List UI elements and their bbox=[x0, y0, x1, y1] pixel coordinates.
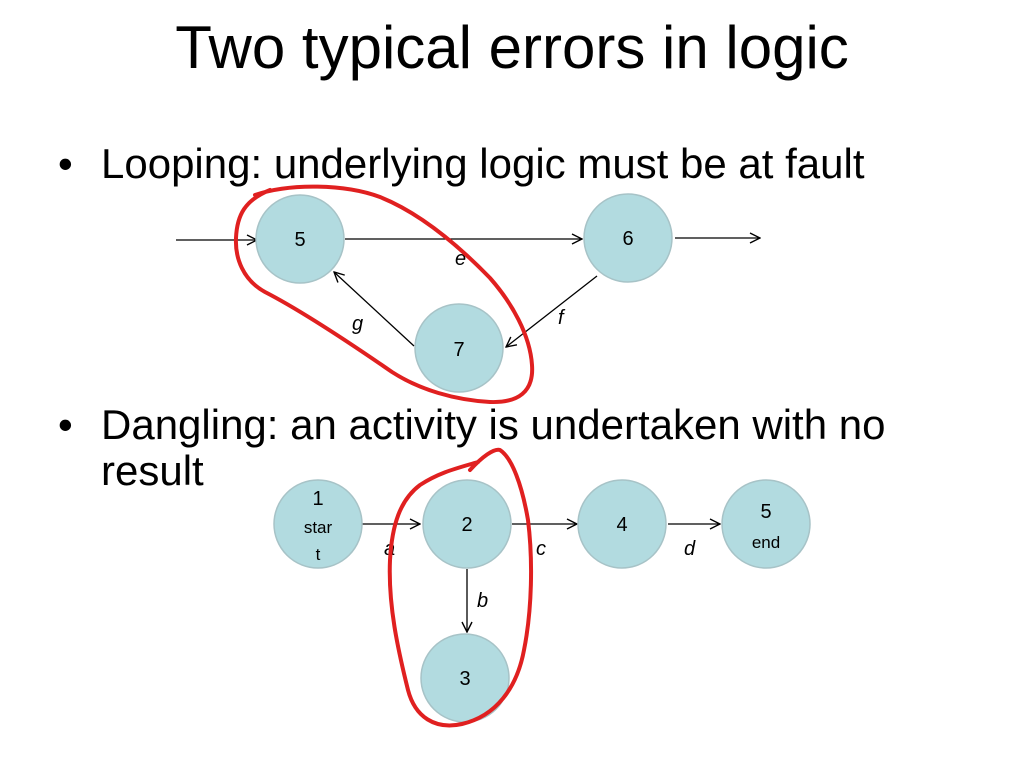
bullet-text: Dangling: an activity is undertaken with… bbox=[101, 401, 886, 494]
edge-label-g: g bbox=[352, 313, 363, 335]
edge-label-d: d bbox=[684, 538, 696, 560]
node-label: 6 bbox=[622, 228, 633, 250]
edge-g bbox=[334, 272, 415, 347]
edge-label-c: c bbox=[536, 538, 546, 560]
bullet-dangling: • Dangling: an activity is undertaken wi… bbox=[58, 402, 958, 494]
looping-diagram: e f g 5 6 7 bbox=[176, 184, 760, 405]
node-7: 7 bbox=[414, 303, 504, 393]
edge-label-b: b bbox=[477, 590, 488, 612]
node-sub-label: star bbox=[304, 518, 333, 537]
node-label: 1 bbox=[312, 488, 323, 510]
node-1-start: 1 star t bbox=[273, 479, 363, 569]
bullet-marker: • bbox=[58, 140, 73, 187]
node-4: 4 bbox=[577, 479, 667, 569]
node-label: 5 bbox=[294, 229, 305, 251]
red-loop-annotation bbox=[387, 447, 534, 728]
node-sub-label: t bbox=[316, 545, 321, 564]
slide-title: Two typical errors in logic bbox=[175, 14, 849, 81]
node-label: 2 bbox=[461, 514, 472, 536]
dangling-diagram: a c d b 1 star t 2 4 5 end 3 bbox=[273, 447, 811, 728]
node-label: 4 bbox=[616, 514, 627, 536]
edge-f bbox=[506, 275, 598, 347]
node-label: 7 bbox=[453, 339, 464, 361]
bullet-marker: • bbox=[58, 401, 73, 448]
bullet-text: Looping: underlying logic must be at fau… bbox=[101, 140, 865, 187]
node-label: 3 bbox=[459, 668, 470, 690]
node-label: 5 bbox=[760, 501, 771, 523]
node-5: 5 bbox=[255, 194, 345, 284]
edge-label-e: e bbox=[455, 248, 466, 270]
edge-label-f: f bbox=[558, 307, 566, 329]
node-6: 6 bbox=[583, 193, 673, 283]
bullet-looping: • Looping: underlying logic must be at f… bbox=[58, 141, 958, 187]
red-loop-annotation bbox=[233, 184, 535, 405]
node-2: 2 bbox=[422, 479, 512, 569]
node-5-end: 5 end bbox=[721, 479, 811, 569]
node-sub-label: end bbox=[752, 533, 780, 552]
